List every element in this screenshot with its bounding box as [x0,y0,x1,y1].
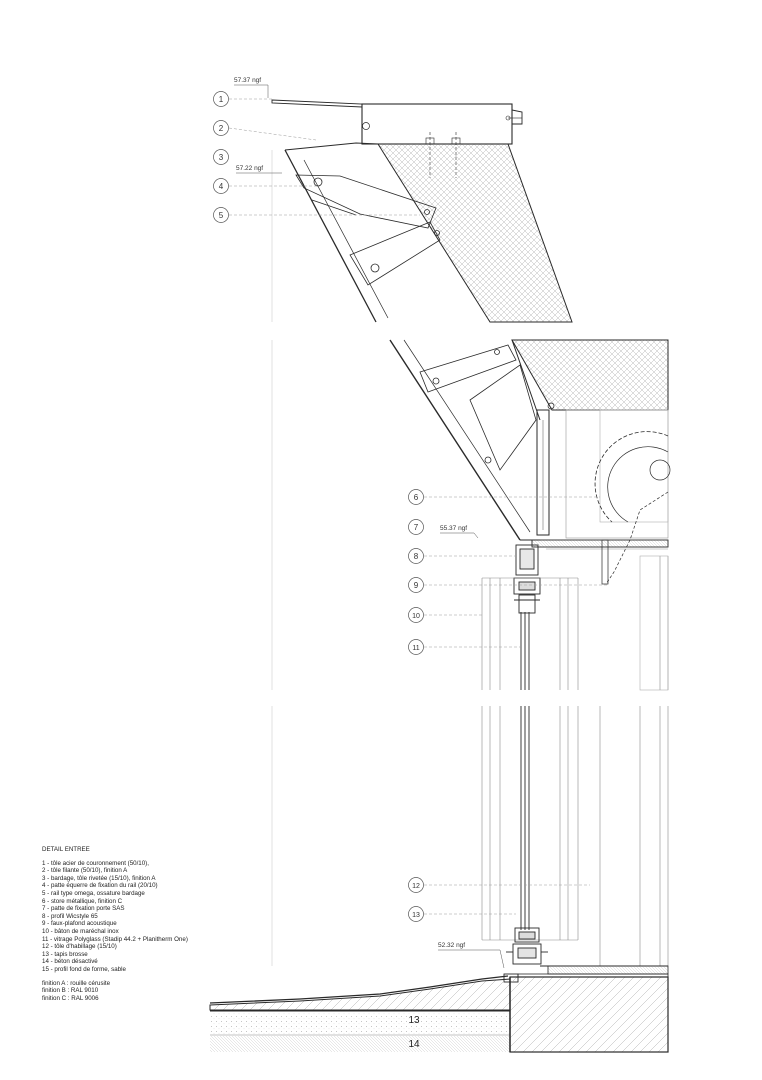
legend-item: 8 - profil Wicstyle 65 [42,912,98,920]
svg-text:3: 3 [219,153,224,162]
callout-8: 8 [408,548,516,564]
svg-text:13: 13 [412,912,420,919]
callout-3: 3 [213,149,229,165]
legend-block: DETAIL ENTREE 1 - tôle acier de couronne… [42,846,272,1002]
finish-item: finition B : RAL 9010 [42,987,99,995]
callout-1: 1 [213,91,272,107]
callout-5: 5 [213,207,420,223]
threshold-section [209,706,669,1053]
level-52-32: 52.32 ngf [438,942,505,969]
legend-item: 10 - bâton de maréchal inox [42,927,119,935]
legend-item: 11 - vitrage Polyglass (Stadip 44.2 + Pl… [42,935,188,943]
callout-13-slab: 13 [408,1015,420,1026]
callout-7: 7 [408,519,424,535]
level-57-22: 57.22 ngf [236,165,282,174]
svg-text:57.37 ngf: 57.37 ngf [234,77,261,84]
callout-6: 6 [408,489,600,505]
svg-text:1: 1 [219,95,224,104]
roof-section [271,99,573,323]
callout-13-upper: 13 [408,906,516,922]
legend-item: 1 - tôle acier de couronnement (50/10), [42,859,149,867]
callouts: 1 2 3 4 5 6 7 [213,91,608,1050]
callout-12: 12 [408,877,590,893]
svg-text:52.32 ngf: 52.32 ngf [438,942,465,949]
legend-item: 6 - store métallique, finition C [42,897,123,905]
finish-item: finition A : rouille cérusite [42,979,111,987]
legend-item: 14 - béton désactivé [42,958,98,966]
svg-text:7: 7 [414,523,419,532]
svg-text:10: 10 [412,613,420,620]
svg-text:6: 6 [414,493,419,502]
callout-4: 4 [213,178,318,194]
legend-title: DETAIL ENTREE [42,846,90,853]
svg-text:55.37 ngf: 55.37 ngf [440,525,467,532]
level-55-37: 55.37 ngf [440,525,479,539]
legend-item: 15 - profil fond de forme, sable [42,965,126,973]
svg-text:4: 4 [219,182,224,191]
callout-2: 2 [213,120,317,141]
svg-text:12: 12 [412,883,420,890]
callout-9: 9 [408,577,608,593]
callout-14-slab: 14 [408,1039,420,1050]
svg-text:14: 14 [408,1039,420,1050]
level-markers: 57.37 ngf 57.22 ngf 55.37 ngf 52.32 ngf [234,77,505,969]
legend-item: 4 - patte équerre de fixation du rail (2… [42,882,158,890]
callout-11: 11 [408,639,521,655]
legend-item: 7 - patte de fixation porte SAS [42,905,125,913]
legend-item: 5 - rail type omega, ossature bardage [42,889,145,897]
legend-item: 2 - tôle filante (50/10), finition A [42,867,128,875]
legend-item: 13 - tapis brosse [42,950,88,958]
svg-text:13: 13 [408,1015,420,1026]
svg-text:9: 9 [414,581,419,590]
svg-text:5: 5 [219,211,224,220]
svg-text:8: 8 [414,552,419,561]
legend-item: 3 - bardage, tôle rivetée (15/10), finit… [42,874,156,882]
svg-text:11: 11 [412,645,419,652]
level-57-37: 57.37 ngf [234,77,269,98]
callout-10: 10 [408,607,482,623]
finish-item: finition C : RAL 9006 [42,994,99,1002]
svg-text:57.22 ngf: 57.22 ngf [236,165,263,172]
canopy-section [271,339,671,691]
svg-text:2: 2 [219,124,224,133]
legend-item: 12 - tôle d'habillage (15/10) [42,943,117,951]
legend-item: 9 - faux-plafond acoustique [42,920,117,928]
